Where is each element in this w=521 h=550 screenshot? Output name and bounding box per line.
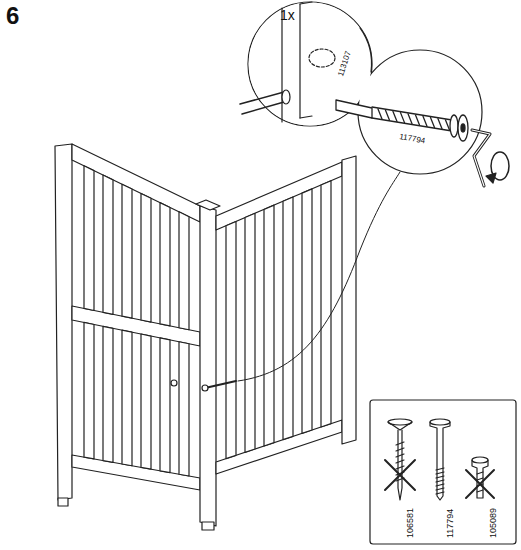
panel-stroke: [179, 342, 189, 476]
panel-stroke: [200, 206, 216, 526]
panel-stroke: [179, 212, 189, 330]
panel-stroke: [141, 193, 151, 322]
panel-stroke: [202, 522, 214, 530]
panel-stroke: [122, 330, 132, 466]
panel-stroke: [264, 205, 274, 446]
panel-stroke: [302, 189, 312, 433]
panel-stroke: [58, 498, 68, 506]
bolt-on-panel: [171, 172, 400, 391]
panel-stroke: [245, 213, 255, 452]
crib-panels: [55, 144, 356, 530]
part-number: 117794: [446, 509, 455, 538]
zoom-bubble: [240, 2, 509, 186]
panel-stroke: [160, 338, 170, 473]
panel-stroke: [342, 156, 356, 444]
panel-stroke: [196, 200, 220, 210]
panel-stroke: [321, 181, 331, 427]
panel-stroke: [84, 166, 94, 311]
part-number: 105089: [489, 508, 498, 538]
panel-stroke: [55, 144, 72, 500]
part-number: 106581: [406, 508, 415, 538]
hardware-inset: [370, 400, 516, 544]
panel-stroke: [103, 175, 113, 314]
step-number: 6: [6, 4, 19, 28]
panel-stroke: [103, 326, 113, 462]
panel-stroke: [122, 184, 132, 318]
panel-stroke: [84, 322, 94, 459]
panel-stroke: [226, 221, 236, 458]
quantity: 1x: [280, 8, 295, 22]
panel-stroke: [141, 334, 151, 469]
panel-stroke: [160, 203, 170, 326]
panel-stroke: [283, 197, 293, 440]
